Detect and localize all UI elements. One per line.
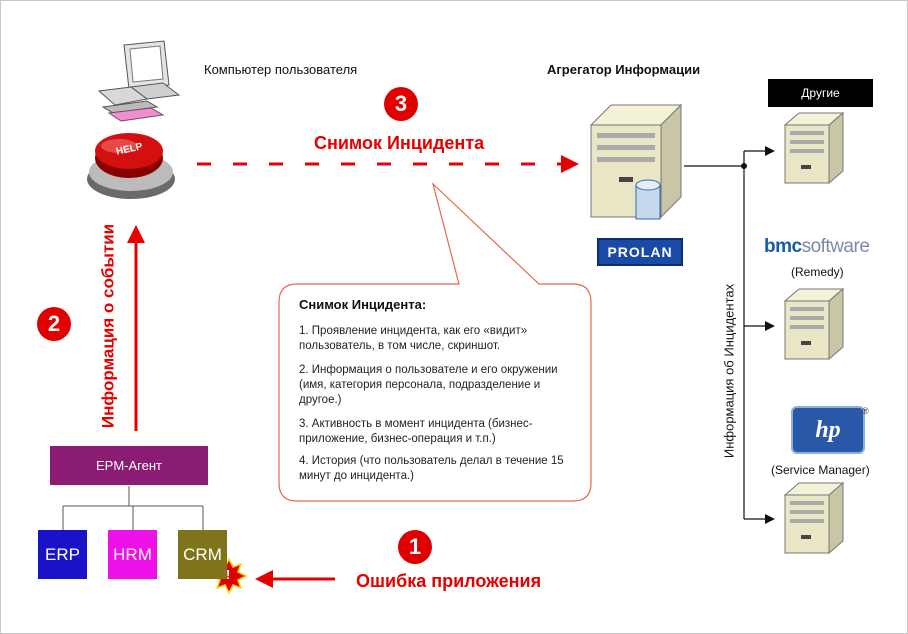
server-icon — [783, 481, 845, 555]
aggregator-server-icon — [589, 103, 683, 220]
distribution-lines — [684, 146, 775, 524]
remedy-label: (Remedy) — [791, 265, 844, 279]
alert-mark: ! — [226, 567, 231, 582]
step-2-badge: 2 — [37, 307, 71, 341]
epm-agent-box: EPM-Агент — [50, 446, 208, 485]
aggregator-label: Агрегатор Информации — [547, 62, 701, 77]
server-icon — [783, 287, 845, 361]
callout-item: 4. История (что пользователь делал в теч… — [299, 455, 564, 482]
erp-box: ERP — [38, 530, 87, 579]
step-3-badge: 3 — [384, 87, 418, 121]
callout-title: Снимок Инцидента: — [299, 297, 427, 312]
event-info-label: Информация о событии — [98, 223, 118, 429]
bmc-logo-main: bmc — [764, 236, 802, 257]
error-arrow — [255, 570, 335, 588]
hp-logo: hp — [791, 406, 865, 454]
others-label: Другие — [768, 79, 873, 107]
snapshot-arrow-label: Снимок Инцидента — [314, 133, 485, 153]
bmc-software-logo: bmcsoftware — [764, 236, 870, 258]
snapshot-arrow — [197, 155, 579, 173]
service-manager-label: (Service Manager) — [771, 463, 870, 477]
user-computer-icon — [97, 40, 181, 122]
help-button-icon — [87, 133, 175, 199]
event-info-arrow — [127, 225, 145, 431]
callout-item: 1. Проявление инцидента, как его «видит»… — [299, 325, 528, 352]
agent-tree-lines — [62, 486, 204, 530]
step-1-badge: 1 — [398, 530, 432, 564]
bmc-logo-sub: software — [801, 236, 870, 257]
callout-item: 3. Активность в момент инцидента (бизнес… — [299, 418, 533, 445]
hp-registered-mark: ® — [862, 406, 869, 416]
hrm-box: HRM — [108, 530, 157, 579]
callout-shape — [278, 182, 592, 502]
callout-item: 2. Информация о пользователе и его окруж… — [299, 364, 558, 406]
incident-info-label: Информация об Инцидентах — [721, 283, 737, 459]
server-icon — [783, 111, 845, 185]
user-computer-label: Компьютер пользователя — [204, 62, 358, 77]
app-error-label: Ошибка приложения — [356, 571, 542, 591]
prolan-logo: PROLAN — [597, 238, 683, 266]
crm-box: CRM — [178, 530, 227, 579]
